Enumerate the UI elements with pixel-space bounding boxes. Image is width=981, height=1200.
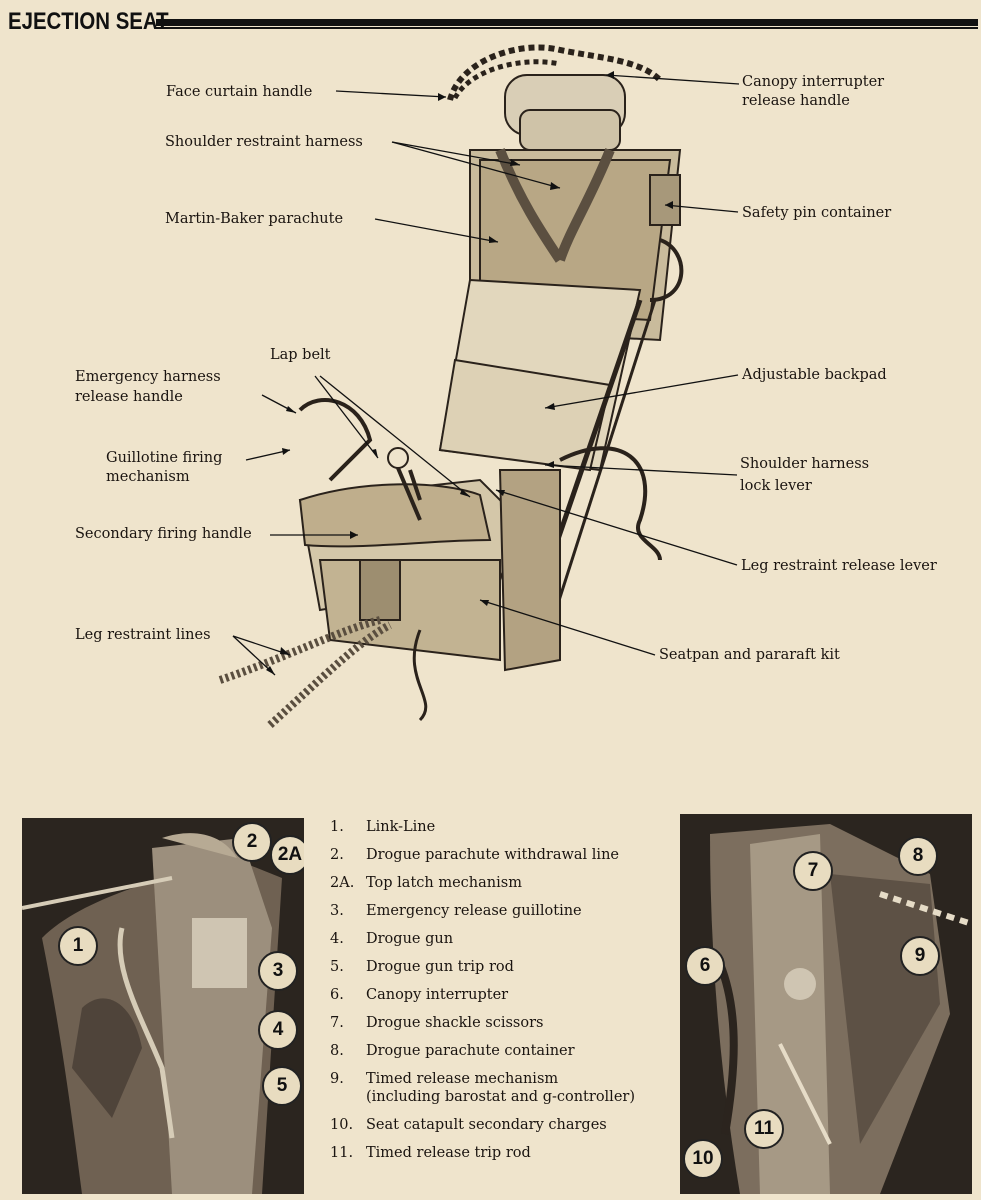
label-shoulder-harness-lock-line2: lock lever [740, 478, 812, 494]
label-shoulder-restraint-harness: Shoulder restraint harness [165, 134, 363, 150]
legend-item: 2. Drogue parachute withdrawal line [330, 846, 670, 864]
label-canopy-interrupter: Canopy interrupter [742, 74, 885, 90]
header-rule-thin [156, 27, 978, 29]
callout-8: 8 [898, 836, 938, 876]
label-secondary-firing-handle: Secondary firing handle [75, 526, 252, 542]
legend-text: Link-Line [366, 819, 436, 835]
legend-item: 11. Timed release trip rod [330, 1144, 670, 1162]
callout-6: 6 [685, 946, 725, 986]
page-title: EJECTION SEAT [8, 8, 169, 35]
label-seatpan-pararaft-kit: Seatpan and pararaft kit [659, 647, 840, 663]
legend-item: 3. Emergency release guillotine [330, 902, 670, 920]
label-lap-belt: Lap belt [270, 347, 331, 363]
legend-text: Timed release mechanism [366, 1071, 559, 1087]
legend-number: 8. [330, 1043, 344, 1059]
seat-photo-right-drawing [710, 824, 972, 1194]
legend-text: Canopy interrupter [366, 987, 509, 1003]
legend-item: 1. Link-Line [330, 818, 670, 836]
label-emergency-harness-line2: release handle [75, 389, 183, 405]
callout-5: 5 [262, 1066, 302, 1106]
label-leg-restraint-release-lever: Leg restraint release lever [741, 558, 937, 574]
label-martin-baker-parachute: Martin-Baker parachute [165, 211, 344, 227]
label-guillotine-firing: Guillotine firing [106, 450, 223, 466]
legend-item: 8. Drogue parachute container [330, 1042, 670, 1060]
legend-text: Drogue shackle scissors [366, 1015, 544, 1031]
callout-1: 1 [58, 926, 98, 966]
callout-4: 4 [258, 1010, 298, 1050]
legend-number: 5. [330, 959, 344, 975]
label-adjustable-backpad: Adjustable backpad [742, 367, 887, 383]
legend-item: 4. Drogue gun [330, 930, 670, 948]
legend-number: 6. [330, 987, 344, 1003]
callout-2: 2 [232, 822, 272, 862]
legend-item: 9. Timed release mechanism (including ba… [330, 1070, 670, 1106]
legend-item: 2A. Top latch mechanism [330, 874, 670, 892]
legend-text: Seat catapult secondary charges [366, 1117, 607, 1133]
legend-text: Timed release trip rod [366, 1145, 531, 1161]
page-header: EJECTION SEAT [8, 8, 978, 38]
label-shoulder-harness-lock: Shoulder harness [740, 456, 870, 472]
legend-text: Drogue parachute withdrawal line [366, 847, 619, 863]
legend-text: Drogue gun trip rod [366, 959, 514, 975]
callout-3: 3 [258, 951, 298, 991]
legend-number: 4. [330, 931, 344, 947]
label-emergency-harness: Emergency harness [75, 369, 221, 385]
label-leg-restraint-lines: Leg restraint lines [75, 627, 211, 643]
legend-text: Drogue parachute container [366, 1043, 575, 1059]
callout-7: 7 [793, 851, 833, 891]
label-face-curtain-handle: Face curtain handle [166, 84, 313, 100]
label-guillotine-firing-line2: mechanism [106, 469, 190, 485]
header-rule [156, 19, 978, 26]
legend-number: 10. [330, 1117, 354, 1133]
seat-photo-left-drawing [22, 833, 282, 1194]
legend-text: Emergency release guillotine [366, 903, 582, 919]
legend-item: 7. Drogue shackle scissors [330, 1014, 670, 1032]
callout-9: 9 [900, 936, 940, 976]
seat-photo-left: 2 2A 1 3 4 5 [22, 818, 304, 1194]
callout-10: 10 [683, 1139, 723, 1179]
legend-item: 5. Drogue gun trip rod [330, 958, 670, 976]
label-safety-pin-container: Safety pin container [742, 205, 892, 221]
ejection-seat-illustration [218, 44, 740, 728]
legend-number: 11. [330, 1145, 354, 1161]
legend-text: Top latch mechanism [366, 875, 522, 891]
label-canopy-interrupter-line2: release handle [742, 93, 850, 109]
legend-number: 1. [330, 819, 344, 835]
seat-photo-right: 7 8 6 9 11 10 [680, 814, 972, 1194]
legend-number: 3. [330, 903, 344, 919]
callout-2a: 2A [270, 835, 304, 875]
legend-subtext: (including barostat and g-controller) [366, 1089, 635, 1105]
legend-text: Drogue gun [366, 931, 454, 947]
legend-number: 9. [330, 1071, 344, 1087]
component-legend: 1. Link-Line 2. Drogue parachute withdra… [330, 818, 670, 1172]
legend-item: 10. Seat catapult secondary charges [330, 1116, 670, 1134]
legend-number: 2. [330, 847, 344, 863]
legend-number: 7. [330, 1015, 344, 1031]
legend-item: 6. Canopy interrupter [330, 986, 670, 1004]
callout-11: 11 [744, 1109, 784, 1149]
legend-number: 2A. [330, 875, 355, 891]
